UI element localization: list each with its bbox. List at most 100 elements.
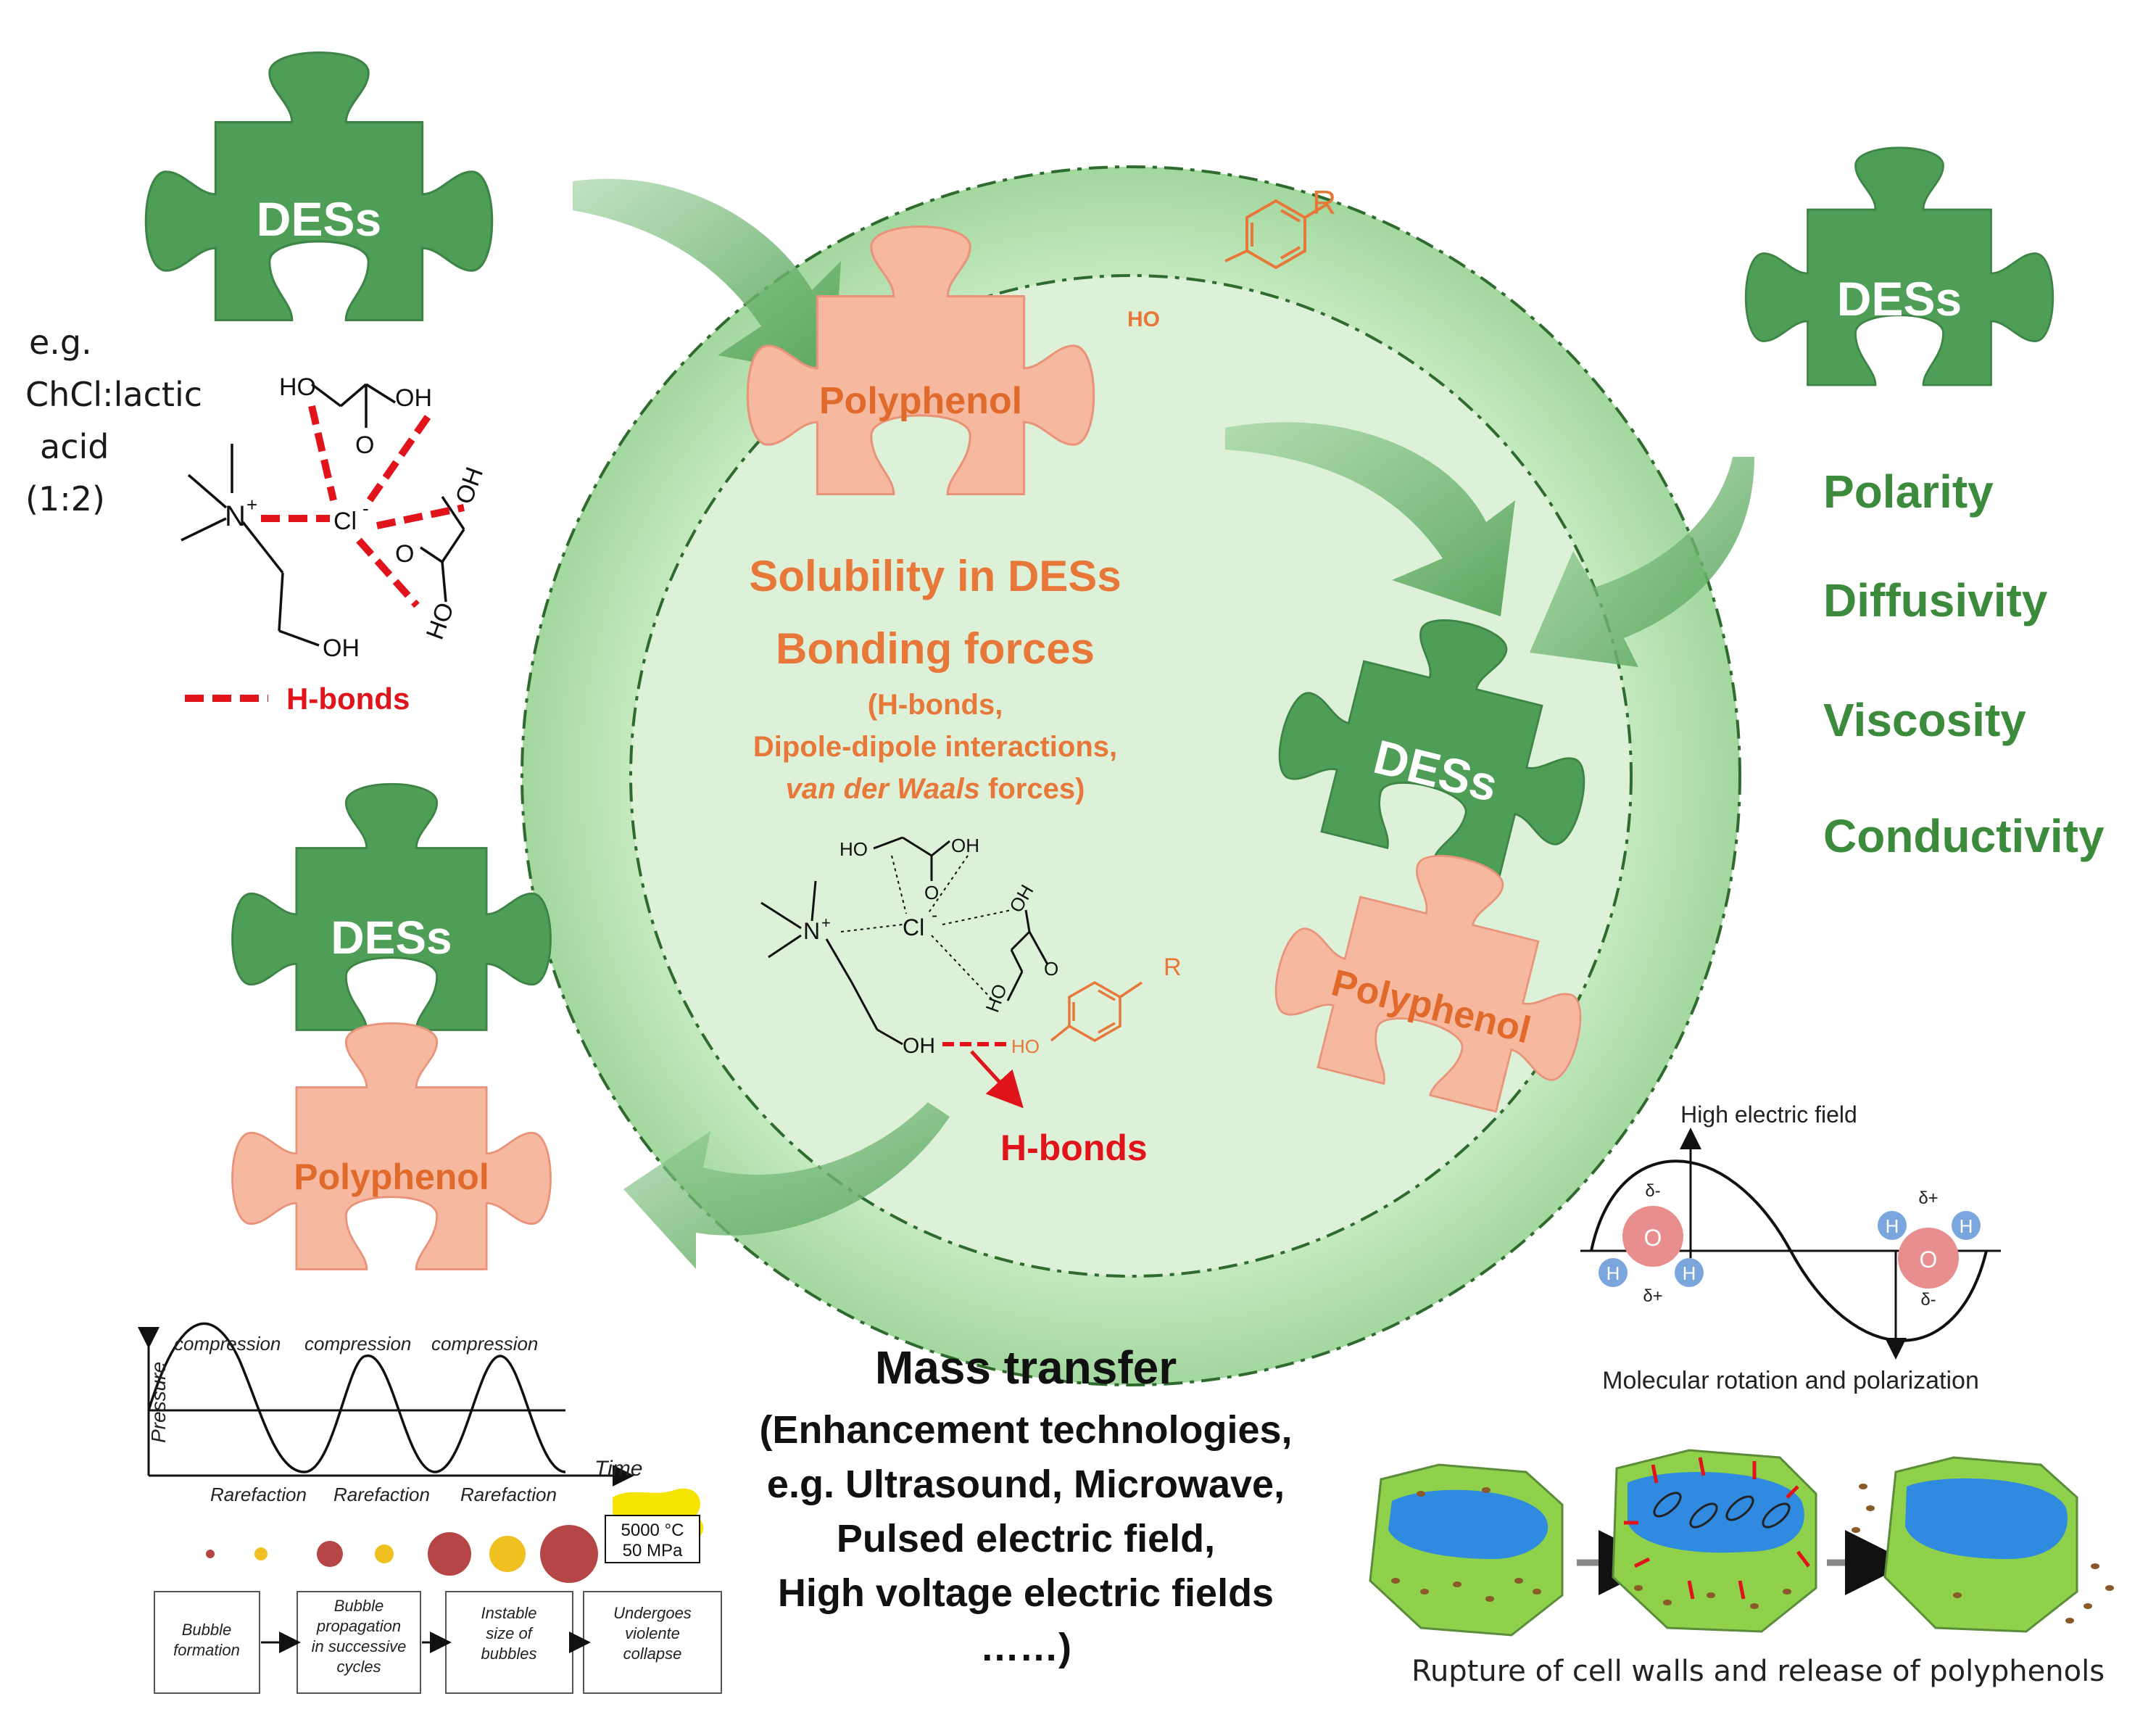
step-2-line-3: in successive xyxy=(312,1637,407,1655)
mass-transfer-line-2: e.g. Ultrasound, Microwave, xyxy=(767,1463,1285,1506)
microwave-caption: Molecular rotation and polarization xyxy=(1602,1367,1979,1394)
water-h-2b xyxy=(1952,1211,1981,1240)
water-h-1b xyxy=(1675,1258,1704,1287)
temperature-label: 5000 °C xyxy=(621,1521,684,1540)
mass-transfer-line-1: (Enhancement technologies, xyxy=(759,1408,1292,1452)
center-atom-oh-1: OH xyxy=(951,835,979,856)
delta-minus-1: δ- xyxy=(1645,1181,1660,1201)
left-atom-o-2: O xyxy=(395,540,414,568)
bubble-5 xyxy=(428,1532,471,1576)
bubble-7 xyxy=(540,1525,598,1583)
bubble-6 xyxy=(489,1536,526,1572)
left-atom-oh-2: OH xyxy=(450,463,489,508)
rarefaction-label-1: Rarefaction xyxy=(210,1484,307,1505)
property-polarity: Polarity xyxy=(1823,466,1994,518)
rarefaction-label-2: Rarefaction xyxy=(333,1484,430,1505)
water-h-label-2a: H xyxy=(1886,1215,1899,1237)
mass-transfer-line-5: ……) xyxy=(980,1626,1071,1669)
des-label-bottom-left: DESs xyxy=(331,911,452,964)
mass-transfer-line-4: High voltage electric fields xyxy=(778,1571,1274,1615)
mass-transfer-line-3: Pulsed electric field, xyxy=(837,1517,1215,1560)
hbond-arrow-center xyxy=(970,1050,1024,1109)
phenol-structure-center xyxy=(1050,980,1143,1043)
water-o-label-1: O xyxy=(1644,1225,1662,1251)
step-2-line-1: Bubble xyxy=(334,1597,384,1615)
compression-label-1: compression xyxy=(174,1333,281,1355)
delta-plus-2: δ+ xyxy=(1918,1188,1938,1208)
water-h-2a xyxy=(1878,1211,1907,1240)
property-viscosity: Viscosity xyxy=(1823,694,2026,746)
left-hbond-dashes xyxy=(261,405,465,608)
forces-line-2: Dipole-dipole interactions, xyxy=(753,731,1117,763)
chcl-structure-center xyxy=(760,836,1049,1046)
chcl-structure-left xyxy=(181,383,465,647)
step-box-1 xyxy=(154,1591,260,1694)
microwave-title: High electric field xyxy=(1680,1101,1857,1128)
center-atom-oh-3: OH xyxy=(903,1034,935,1058)
phenol-structure-top xyxy=(1224,199,1328,270)
cell-rupture-schematic: Rupture of cell walls and release of pol… xyxy=(1369,1449,2114,1688)
bubble-1 xyxy=(206,1550,215,1558)
arrow-top-left xyxy=(573,178,841,378)
left-atom-n-plus: + xyxy=(246,494,257,516)
bubble-3 xyxy=(317,1541,343,1567)
left-atom-cl: Cl xyxy=(333,508,357,535)
center-atom-o-2: O xyxy=(1044,958,1058,980)
forces-line-1: (H-bonds, xyxy=(868,689,1003,721)
water-h-label-1b: H xyxy=(1683,1262,1696,1284)
arrow-bottom-left xyxy=(623,1102,950,1269)
center-atom-o-1: O xyxy=(924,882,939,903)
des-puzzle-top-left xyxy=(144,51,494,321)
des-label-right: DESs xyxy=(1837,272,1962,326)
polyphenol-puzzle-bottom-left xyxy=(231,1022,552,1270)
rarefaction-label-3: Rarefaction xyxy=(460,1484,557,1505)
field-wave xyxy=(1590,1159,1988,1342)
left-atom-o-1: O xyxy=(355,431,374,459)
step-1-line-2: formation xyxy=(173,1641,240,1659)
water-o-2 xyxy=(1898,1228,1959,1289)
delta-plus-1: δ+ xyxy=(1643,1286,1662,1306)
ultrasound-schematic: compression compression compression Rare… xyxy=(138,1322,722,1694)
center-atom-cl-minus: - xyxy=(932,906,937,925)
left-atom-ho-2: HO xyxy=(421,599,460,643)
step-4-line-1: Undergoes xyxy=(613,1604,692,1622)
example-line-2: ChCl:lactic xyxy=(25,375,202,414)
hbond-label-center: H-bonds xyxy=(1000,1128,1148,1168)
center-atom-n: N xyxy=(803,918,820,944)
phenol-r-top: R xyxy=(1312,183,1336,221)
property-conductivity: Conductivity xyxy=(1823,810,2105,862)
arrow-right xyxy=(1530,457,1754,667)
step-2-line-4: cycles xyxy=(336,1658,381,1676)
mass-transfer-title: Mass transfer xyxy=(875,1341,1177,1394)
polyphenol-label-center: Polyphenol xyxy=(819,380,1022,422)
left-atom-oh-1: OH xyxy=(395,384,432,412)
phenol-ho-center: HO xyxy=(1011,1035,1040,1057)
cycle-arrows xyxy=(573,178,1754,1269)
solubility-heading: Solubility in DESs xyxy=(749,552,1121,600)
step-4-line-3: collapse xyxy=(623,1645,682,1663)
pressure-wave xyxy=(147,1322,566,1473)
des-puzzle-bottom-left xyxy=(231,782,552,1031)
left-atom-ho-1: HO xyxy=(279,373,316,401)
water-h-label-1a: H xyxy=(1606,1262,1620,1284)
arrow-middle xyxy=(1225,422,1515,616)
step-4-line-2: violente xyxy=(625,1624,680,1642)
bubble-4 xyxy=(375,1544,394,1563)
step-box-2 xyxy=(297,1591,421,1694)
hbond-legend-label: H-bonds xyxy=(286,682,410,716)
center-dotted-interactions xyxy=(840,855,1012,1001)
left-atom-cl-minus: - xyxy=(362,497,369,519)
temperature-box xyxy=(605,1515,700,1563)
left-atom-n: N xyxy=(225,500,246,532)
forces-line-3: van der Waals forces) xyxy=(786,773,1085,805)
cell-caption: Rupture of cell walls and release of pol… xyxy=(1411,1655,2105,1688)
pressure-axis-label: Pressure xyxy=(147,1362,170,1443)
compression-label-2: compression xyxy=(304,1333,411,1355)
microwave-schematic: High electric field O H H δ- δ+ O H H δ+… xyxy=(1580,1101,2001,1394)
example-line-4: (1:2) xyxy=(25,479,105,518)
center-atom-ho-1: HO xyxy=(839,838,868,860)
pressure-label-box: 50 MPa xyxy=(623,1541,683,1560)
delta-minus-2: δ- xyxy=(1920,1290,1936,1310)
center-atom-n-plus: + xyxy=(821,914,831,932)
